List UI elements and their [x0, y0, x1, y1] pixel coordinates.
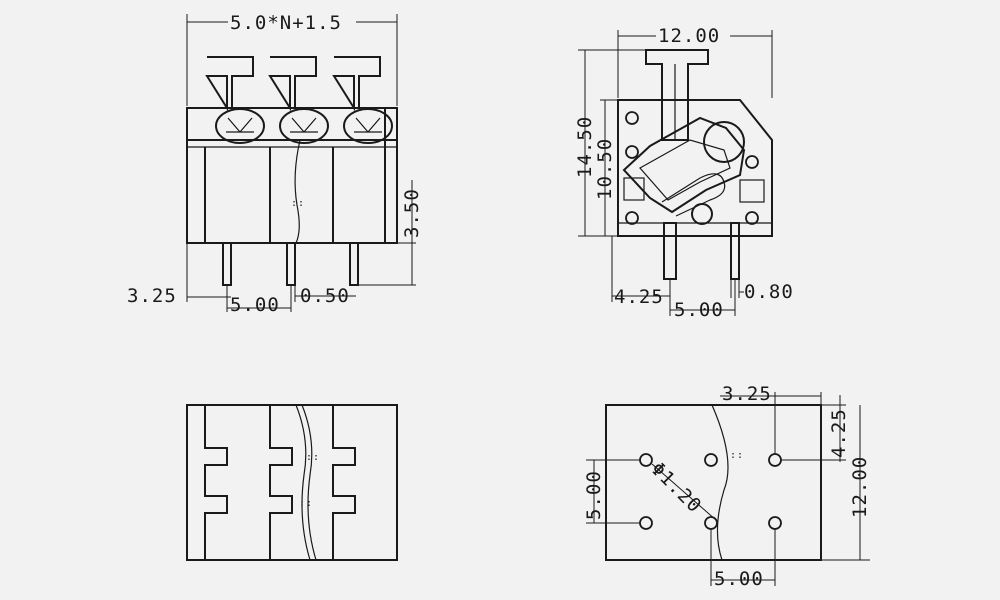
dim-pin-spacing: 5.00	[674, 299, 724, 321]
dim-pitch: 5.00	[230, 294, 280, 316]
pcb-hole	[704, 453, 718, 467]
side-pin-1	[663, 222, 677, 280]
dim-pin-width: 0.50	[300, 285, 350, 307]
wire-entry-1	[215, 108, 265, 144]
dim-height: 3.50	[401, 188, 423, 238]
front-pin-2	[286, 242, 296, 286]
dim-total-height: 14.50	[574, 116, 596, 178]
push-button-1	[205, 56, 254, 112]
dim-pcb-row-pitch: 5.00	[583, 470, 605, 520]
side-body-outline	[617, 99, 773, 237]
dim-overall-width: 5.0*N+1.5	[230, 12, 342, 34]
dim-pcb-edge-x: 3.25	[722, 383, 772, 405]
dim-pin-size: 0.80	[744, 281, 794, 303]
bottom-view: :: ::	[186, 404, 398, 561]
side-view: 12.00 14.50 10.50 4.25 5.00 0.80	[574, 24, 794, 321]
pcb-hole	[639, 516, 653, 530]
svg-text:::: ::	[299, 498, 313, 509]
dim-pin-offset: 4.25	[614, 286, 664, 308]
front-pin-3	[349, 242, 359, 286]
svg-text:::: ::	[730, 450, 744, 461]
dim-pcb-height: 12.00	[849, 456, 871, 518]
pcb-hole	[768, 453, 782, 467]
pcb-hole	[639, 453, 653, 467]
dim-side-width: 12.00	[658, 25, 720, 47]
svg-text:::: ::	[306, 452, 320, 463]
pcb-outline	[605, 404, 822, 561]
wire-entry-2	[279, 108, 329, 144]
front-pin-1	[222, 242, 232, 286]
front-view: :: 5.0*N+1.5	[127, 10, 423, 316]
dim-body-height: 10.50	[594, 138, 616, 200]
push-button-2	[268, 56, 317, 112]
dim-pcb-edge-y: 4.25	[828, 408, 850, 458]
side-lever	[645, 49, 709, 141]
pcb-hole	[768, 516, 782, 530]
dim-edge-offset: 3.25	[127, 285, 177, 307]
side-pin-2	[730, 222, 740, 280]
bottom-body-outline	[186, 404, 398, 561]
dim-hole-diameter: Φ1.20	[646, 458, 706, 518]
dim-pcb-col-pitch: 5.00	[714, 568, 764, 590]
push-button-3	[332, 56, 381, 112]
svg-text:::: ::	[291, 198, 305, 209]
pcb-layout-view: :: 3.25 4.25 12.00 5.00 5.00	[583, 383, 871, 590]
wire-entry-3	[343, 108, 393, 144]
